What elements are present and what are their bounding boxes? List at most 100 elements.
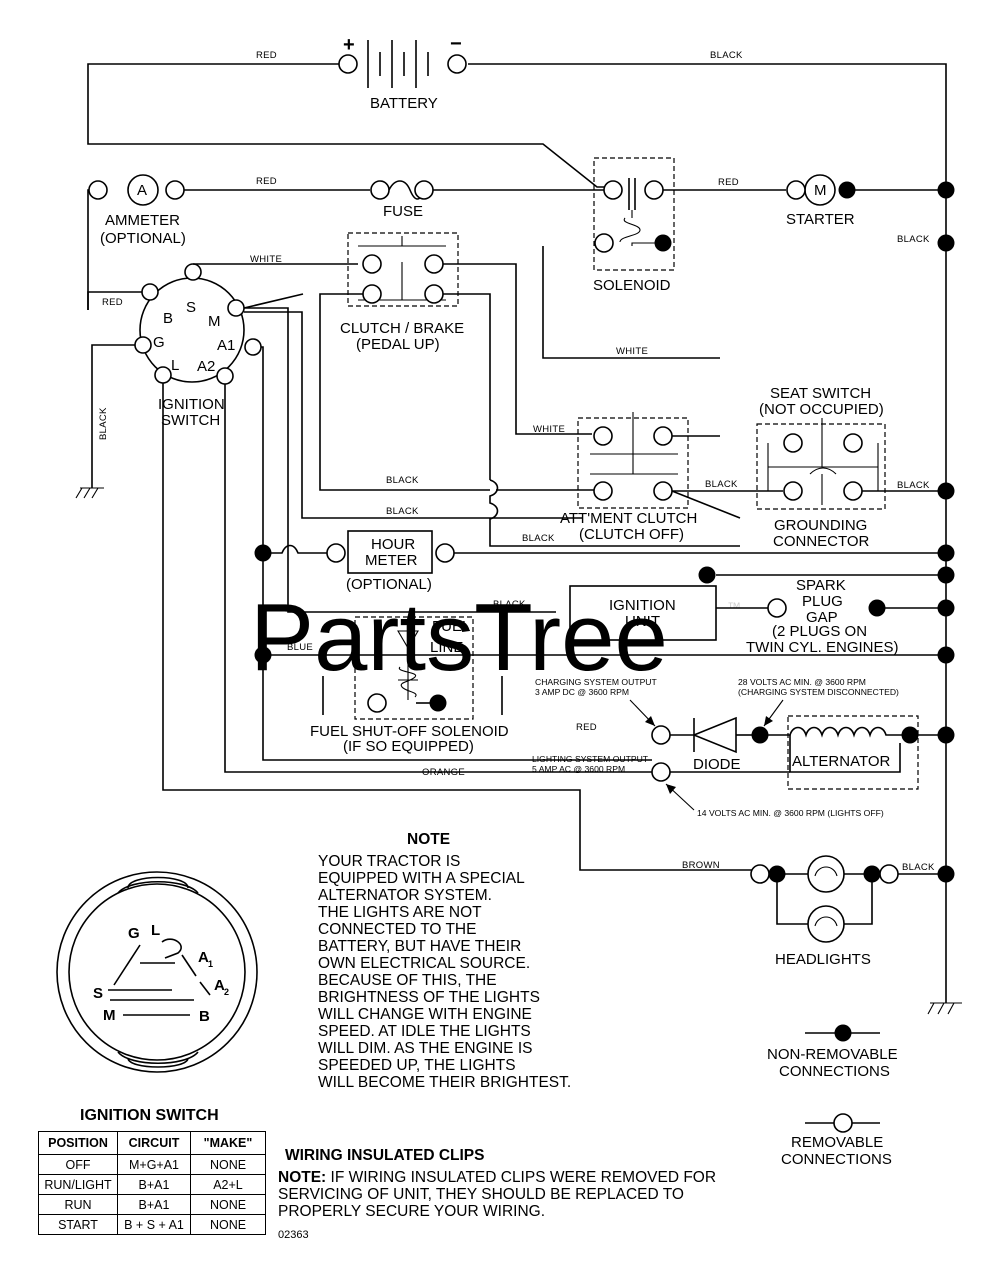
clips-line-1: SERVICING OF UNIT, THEY SHOULD BE REPLAC… bbox=[278, 1186, 684, 1203]
fuel-solenoid-label: FUEL SHUT-OFF SOLENOID bbox=[310, 723, 509, 740]
solenoid-label: SOLENOID bbox=[593, 277, 671, 294]
face-a2-sub: 2 bbox=[224, 987, 229, 997]
table-cell: B+A1 bbox=[117, 1174, 191, 1195]
face-m: M bbox=[103, 1007, 116, 1024]
charging-system: CHARGING SYSTEM OUTPUT 3 AMP DC @ 3600 R… bbox=[422, 677, 955, 818]
wire-red-left: RED bbox=[102, 297, 123, 308]
battery-negative: − bbox=[450, 33, 462, 55]
ammeter-note: (OPTIONAL) bbox=[100, 230, 186, 247]
table-header: "MAKE" bbox=[190, 1131, 266, 1155]
hour-meter-label-1: HOUR bbox=[371, 536, 415, 553]
wire-black-seat-right: BLACK bbox=[897, 480, 930, 491]
note-line: OWN ELECTRICAL SOURCE. bbox=[318, 955, 530, 972]
ignition-unit: IGNITION UNIT BLACK SPARK PLUG GAP (2 PL… bbox=[493, 566, 955, 656]
note-line: SPEEDED UP, THE LIGHTS bbox=[318, 1057, 516, 1074]
hour-meter-label-2: METER bbox=[365, 552, 418, 569]
spark-plug-label-3: GAP bbox=[806, 609, 838, 626]
wire-black-3: BLACK bbox=[522, 533, 555, 544]
legend-removable-1: REMOVABLE bbox=[791, 1134, 883, 1151]
switch-g: G bbox=[153, 334, 165, 351]
starter-label: STARTER bbox=[786, 211, 855, 228]
note-line: EQUIPPED WITH A SPECIAL bbox=[318, 870, 525, 887]
battery-label: BATTERY bbox=[370, 95, 438, 112]
diode-label: DIODE bbox=[693, 756, 741, 773]
alternator-note: NOTE YOUR TRACTOR IS EQUIPPED WITH A SPE… bbox=[318, 831, 571, 1091]
ignition-switch-face: G L A 1 S A 2 M B bbox=[56, 871, 258, 1073]
ignition-unit-label-2: UNIT bbox=[625, 613, 660, 630]
table-cell: A2+L bbox=[190, 1174, 266, 1195]
grounding-label-1: GROUNDING bbox=[774, 517, 867, 534]
battery-circuit: + − BATTERY RED BLACK bbox=[87, 33, 947, 1003]
ignition-switch-label-1: IGNITION bbox=[158, 396, 225, 413]
volts-14: 14 VOLTS AC MIN. @ 3600 RPM (LIGHTS OFF) bbox=[697, 808, 884, 818]
table-row: OFF M+G+A1 NONE bbox=[38, 1154, 266, 1175]
wire-red-fuse: RED bbox=[256, 176, 277, 187]
ignition-switch-title: IGNITION SWITCH bbox=[80, 1107, 219, 1124]
switch-a1: A1 bbox=[217, 337, 235, 354]
switch-a2: A2 bbox=[197, 358, 215, 375]
spark-plug-label-2: PLUG bbox=[802, 593, 843, 610]
clutch-brake-note: (PEDAL UP) bbox=[356, 336, 440, 353]
fuel-line-label-1: FUEL bbox=[432, 618, 470, 635]
note-line: BECAUSE OF THIS, THE bbox=[318, 972, 497, 989]
note-line: CONNECTED TO THE bbox=[318, 921, 476, 938]
non-removable-connection-icon bbox=[834, 1024, 852, 1042]
note-line: WILL BECOME THEIR BRIGHTEST. bbox=[318, 1074, 571, 1091]
ignition-switch-cluster: S B M G A1 L A2 IGNITION SWITCH WHITE RE… bbox=[75, 254, 752, 871]
spark-plug-label-4: (2 PLUGS ON bbox=[772, 623, 867, 640]
volts-28-2: (CHARGING SYSTEM DISCONNECTED) bbox=[738, 687, 899, 697]
fuel-line-label-2: LINE bbox=[430, 639, 463, 656]
fuse-label: FUSE bbox=[383, 203, 423, 220]
table-cell: B+A1 bbox=[117, 1194, 191, 1215]
battery-positive: + bbox=[343, 34, 355, 56]
switch-s: S bbox=[186, 299, 196, 316]
note-title: NOTE bbox=[407, 831, 450, 848]
hour-meter: HOUR METER (OPTIONAL) bbox=[254, 530, 955, 593]
face-a1-sub: 1 bbox=[208, 959, 213, 969]
starter-symbol: M bbox=[814, 182, 827, 199]
note-line: WILL DIM. AS THE ENGINE IS bbox=[318, 1040, 532, 1057]
wire-white-clutch: WHITE bbox=[533, 424, 565, 435]
clips-note-label: NOTE: bbox=[278, 1169, 326, 1186]
table-cell: NONE bbox=[190, 1154, 266, 1175]
legend-non-removable-2: CONNECTIONS bbox=[779, 1063, 890, 1080]
spark-plug-label-5: TWIN CYL. ENGINES) bbox=[746, 639, 899, 656]
fuel-solenoid-note: (IF SO EQUIPPED) bbox=[343, 738, 474, 755]
wire-black-2: BLACK bbox=[386, 506, 419, 517]
headlights-label: HEADLIGHTS bbox=[775, 951, 871, 968]
watermark: PartsTree bbox=[250, 584, 668, 691]
attment-clutch-label: ATT'MENT CLUTCH bbox=[560, 510, 697, 527]
note-line: THE LIGHTS ARE NOT bbox=[318, 904, 482, 921]
legend: NON-REMOVABLE CONNECTIONS REMOVABLE CONN… bbox=[767, 1024, 898, 1168]
wire-white-top: WHITE bbox=[250, 254, 282, 265]
ammeter-symbol: A bbox=[137, 182, 147, 199]
clips-note: WIRING INSULATED CLIPS NOTE: IF WIRING I… bbox=[278, 1147, 716, 1241]
face-a2: A bbox=[214, 977, 225, 994]
face-b: B bbox=[199, 1008, 210, 1025]
wire-black-ign: BLACK bbox=[493, 599, 526, 610]
hour-meter-note: (OPTIONAL) bbox=[346, 576, 432, 593]
face-s: S bbox=[93, 985, 103, 1002]
table-row: RUN/LIGHT B+A1 A2+L bbox=[38, 1174, 266, 1195]
fuel-solenoid: BLUE FUEL LINE FUEL SHUT-OFF SOLENOID (I… bbox=[254, 616, 955, 755]
face-g: G bbox=[128, 925, 140, 942]
wire-orange: ORANGE bbox=[422, 767, 465, 778]
table-cell: START bbox=[38, 1214, 118, 1235]
lighting-output-2: 5 AMP AC @ 3600 RPM bbox=[532, 764, 625, 774]
table-row: START B + S + A1 NONE bbox=[38, 1214, 266, 1235]
diagram-number: 02363 bbox=[278, 1229, 309, 1241]
volts-28-1: 28 VOLTS AC MIN. @ 3600 RPM bbox=[738, 677, 866, 687]
removable-connection-icon bbox=[833, 1113, 853, 1133]
table-cell: B + S + A1 bbox=[117, 1214, 191, 1235]
starter-circuit: A AMMETER (OPTIONAL) FUSE RED SOLENOID R… bbox=[87, 157, 955, 310]
clips-title: WIRING INSULATED CLIPS bbox=[285, 1147, 485, 1164]
note-line: WILL CHANGE WITH ENGINE bbox=[318, 1006, 532, 1023]
table-cell: RUN/LIGHT bbox=[38, 1174, 118, 1195]
wire-red-diode: RED bbox=[576, 722, 597, 733]
charging-output-1: CHARGING SYSTEM OUTPUT bbox=[535, 677, 658, 687]
table-cell: NONE bbox=[190, 1194, 266, 1215]
table-header-row: POSITION CIRCUIT "MAKE" bbox=[38, 1131, 266, 1155]
switch-l: L bbox=[171, 357, 179, 374]
wire-black-1: BLACK bbox=[386, 475, 419, 486]
